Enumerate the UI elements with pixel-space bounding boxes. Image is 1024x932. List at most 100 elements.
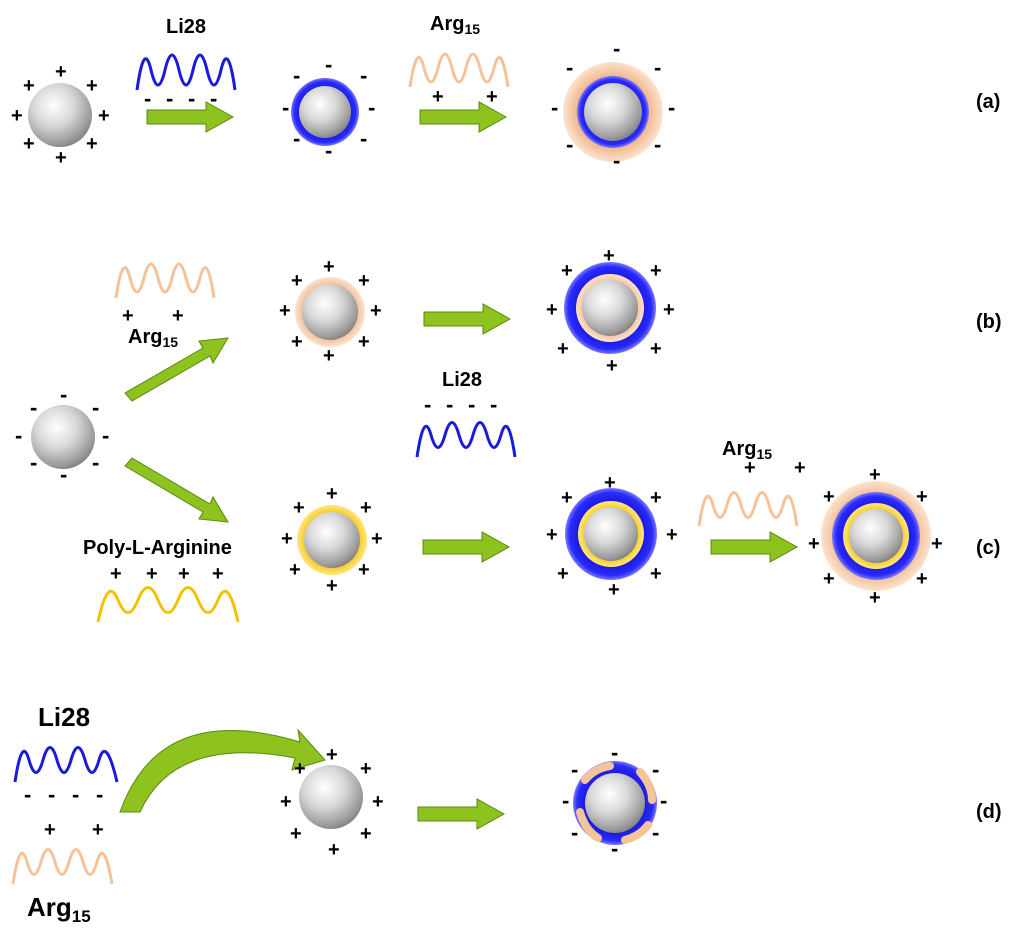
- positive-charge-icon: +: [326, 575, 338, 597]
- negative-charge-icon: -: [571, 820, 578, 845]
- sphere-polyarg-li28-coated-c: + + + + + + + +: [546, 472, 678, 601]
- negative-charge-icon: -: [571, 757, 578, 782]
- positive-charge-icon: +: [172, 305, 184, 327]
- positive-charge-icon: +: [561, 487, 573, 509]
- positive-charge-icon: +: [869, 464, 881, 486]
- row-label-b: (b): [976, 311, 1002, 333]
- negative-charge-icon: -: [166, 86, 173, 111]
- positive-charge-icon: +: [561, 260, 573, 282]
- poly-arginine-wave-icon: [96, 586, 240, 623]
- row-label-c: (c): [976, 537, 1000, 559]
- sphere-bare-positive-a: + + + + + + + +: [11, 61, 110, 169]
- row-a: + + + + + + + + Li28 - - - - - - - - - -…: [11, 13, 1000, 173]
- negative-charge-icon: -: [360, 63, 367, 88]
- negative-charge-icon: -: [611, 740, 618, 765]
- negative-charge-icon: -: [551, 95, 558, 120]
- arrow-icon: [146, 101, 235, 133]
- negative-charge-icon: -: [654, 55, 661, 80]
- negative-charge-icon: -: [660, 788, 667, 813]
- arrow-icon: [124, 457, 229, 523]
- positive-charge-icon: +: [86, 133, 98, 155]
- row-bc: - - - - - - - - + + Arg15 + + + + + + +: [15, 245, 1002, 623]
- negative-charge-icon: -: [566, 55, 573, 80]
- positive-charge-icon: +: [663, 299, 675, 321]
- positive-charge-icon: +: [323, 345, 335, 367]
- row-label-d: (d): [976, 801, 1002, 823]
- positive-charge-icon: +: [289, 559, 301, 581]
- positive-charge-icon: +: [291, 270, 303, 292]
- positive-charge-icon: +: [146, 563, 158, 585]
- negative-charge-icon: -: [60, 382, 67, 407]
- li28-label: Li28: [166, 16, 206, 38]
- positive-charge-icon: +: [281, 528, 293, 550]
- arg15-wave-icon: [408, 52, 510, 88]
- positive-charge-icon: +: [650, 563, 662, 585]
- arrow-icon: [422, 531, 511, 563]
- positive-charge-icon: +: [55, 147, 67, 169]
- negative-charge-icon: -: [668, 95, 675, 120]
- li28-wave-icon: [415, 421, 517, 458]
- positive-charge-icon: +: [280, 791, 292, 813]
- li28-label: Li28: [38, 702, 90, 732]
- positive-charge-icon: +: [650, 338, 662, 360]
- negative-charge-icon: -: [92, 450, 99, 475]
- negative-charge-icon: -: [102, 423, 109, 448]
- negative-charge-icon: -: [652, 757, 659, 782]
- negative-charge-icon: -: [210, 86, 217, 111]
- positive-charge-icon: +: [372, 791, 384, 813]
- row-d: Li28 - - - - + + Arg15 + + + + + + + +: [11, 702, 1002, 926]
- negative-charge-icon: -: [652, 820, 659, 845]
- positive-charge-icon: +: [44, 819, 56, 841]
- negative-charge-icon: -: [48, 782, 55, 807]
- positive-charge-icon: +: [360, 497, 372, 519]
- negative-charge-icon: -: [72, 782, 79, 807]
- sphere-li28-arg15-coated-a: - - - - - - - -: [551, 36, 675, 173]
- li28-wave-icon: [135, 53, 237, 91]
- positive-charge-icon: +: [212, 563, 224, 585]
- negative-charge-icon: -: [325, 52, 332, 77]
- li28-wave-icon: [13, 746, 119, 783]
- negative-charge-icon: -: [611, 836, 618, 861]
- positive-charge-icon: +: [293, 497, 305, 519]
- sphere-polyarg-li28-arg15-coated-c: + + + + + + + +: [808, 464, 943, 609]
- positive-charge-icon: +: [178, 563, 190, 585]
- negative-charge-icon: -: [566, 132, 573, 157]
- li28-label: Li28: [442, 369, 482, 391]
- positive-charge-icon: +: [360, 823, 372, 845]
- arrow-icon: [124, 337, 229, 402]
- sphere-mixed-coated-d: - - - - - - - -: [562, 740, 667, 861]
- sphere-polyarg-coated-c: + + + + + + + +: [281, 483, 383, 597]
- positive-charge-icon: +: [92, 819, 104, 841]
- positive-charge-icon: +: [432, 86, 444, 108]
- positive-charge-icon: +: [603, 245, 615, 267]
- arg15-wave-icon: [114, 262, 216, 299]
- label-text: Arg15: [722, 438, 772, 462]
- negative-charge-icon: -: [282, 95, 289, 120]
- positive-charge-icon: +: [823, 568, 835, 590]
- negative-charge-icon: -: [360, 126, 367, 151]
- positive-charge-icon: +: [323, 256, 335, 278]
- negative-charge-icon: -: [293, 126, 300, 151]
- positive-charge-icon: +: [808, 533, 820, 555]
- positive-charge-icon: +: [608, 579, 620, 601]
- positive-charge-icon: +: [371, 528, 383, 550]
- positive-charge-icon: +: [557, 338, 569, 360]
- positive-charge-icon: +: [328, 839, 340, 861]
- positive-charge-icon: +: [98, 105, 110, 127]
- arrow-icon: [417, 798, 506, 830]
- row-label-a: (a): [976, 91, 1000, 113]
- positive-charge-icon: +: [11, 105, 23, 127]
- positive-charge-icon: +: [604, 472, 616, 494]
- positive-charge-icon: +: [794, 457, 806, 479]
- arg15-wave-icon: [697, 491, 799, 527]
- positive-charge-icon: +: [110, 563, 122, 585]
- sphere-li28-coated-a: - - - - - - - -: [282, 52, 375, 163]
- negative-charge-icon: -: [293, 63, 300, 88]
- positive-charge-icon: +: [294, 758, 306, 780]
- positive-charge-icon: +: [370, 300, 382, 322]
- positive-charge-icon: +: [650, 487, 662, 509]
- positive-charge-icon: +: [326, 483, 338, 505]
- label-text: Arg15: [430, 13, 480, 37]
- positive-charge-icon: +: [291, 331, 303, 353]
